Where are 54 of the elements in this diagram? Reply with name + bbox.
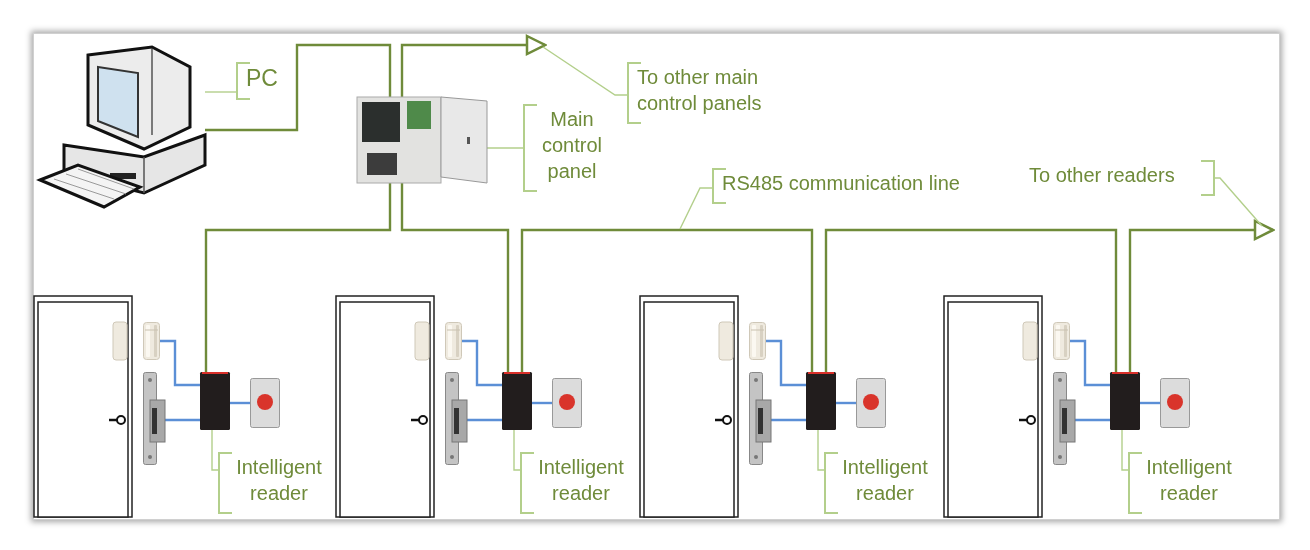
control-panel-drawing	[357, 97, 487, 183]
leader-line	[1121, 429, 1129, 471]
connector-line	[165, 418, 200, 422]
callout-label: To other readers	[1025, 160, 1215, 196]
door-strike-drawing	[445, 372, 467, 465]
leader-line	[679, 187, 713, 230]
exit-button-drawing	[1160, 378, 1190, 428]
callout-label: RS485 communication line	[712, 168, 1004, 204]
connector-line	[1070, 339, 1110, 387]
door-sensor-drawing	[445, 322, 462, 360]
connector-line	[462, 339, 502, 387]
connector-line	[467, 418, 502, 422]
door-strike-drawing	[1053, 372, 1075, 465]
door-strike-drawing	[749, 372, 771, 465]
callout-label: To other main control panels	[627, 62, 797, 124]
connector-line	[766, 339, 806, 387]
connector-line	[160, 339, 200, 387]
door-strike-drawing	[143, 372, 165, 465]
callout-label: Intelligent reader	[824, 452, 940, 514]
leader-line	[204, 91, 237, 93]
card-reader-drawing	[200, 372, 230, 430]
leader-line	[211, 429, 219, 471]
connector-line	[1075, 418, 1110, 422]
callout-label: PC	[236, 62, 288, 100]
connector-line	[204, 183, 392, 372]
leader-line	[542, 46, 628, 96]
callout-label: Intelligent reader	[520, 452, 636, 514]
arrow	[1128, 219, 1275, 372]
exit-button-drawing	[250, 378, 280, 428]
leader-line	[1214, 177, 1263, 227]
connector-line	[205, 43, 392, 132]
card-reader-drawing	[1110, 372, 1140, 430]
connector-line	[520, 228, 814, 372]
card-reader-drawing	[806, 372, 836, 430]
leader-line	[486, 147, 524, 149]
connector-line	[771, 418, 806, 422]
exit-button-drawing	[552, 378, 582, 428]
callout-label: Intelligent reader	[218, 452, 334, 514]
leader-line	[817, 429, 825, 471]
door-sensor-drawing	[1053, 322, 1070, 360]
connector-line	[400, 183, 510, 372]
connector-line	[230, 401, 250, 405]
callout-label: Main control panel	[523, 104, 615, 192]
connector-line	[532, 401, 552, 405]
leader-line	[513, 429, 521, 471]
card-reader-drawing	[502, 372, 532, 430]
connector-line	[1140, 401, 1160, 405]
arrow	[400, 34, 547, 97]
connector-line	[836, 401, 856, 405]
door-sensor-drawing	[749, 322, 766, 360]
callout-label: Intelligent reader	[1128, 452, 1244, 514]
door-sensor-drawing	[143, 322, 160, 360]
connector-line	[824, 228, 1118, 372]
exit-button-drawing	[856, 378, 886, 428]
